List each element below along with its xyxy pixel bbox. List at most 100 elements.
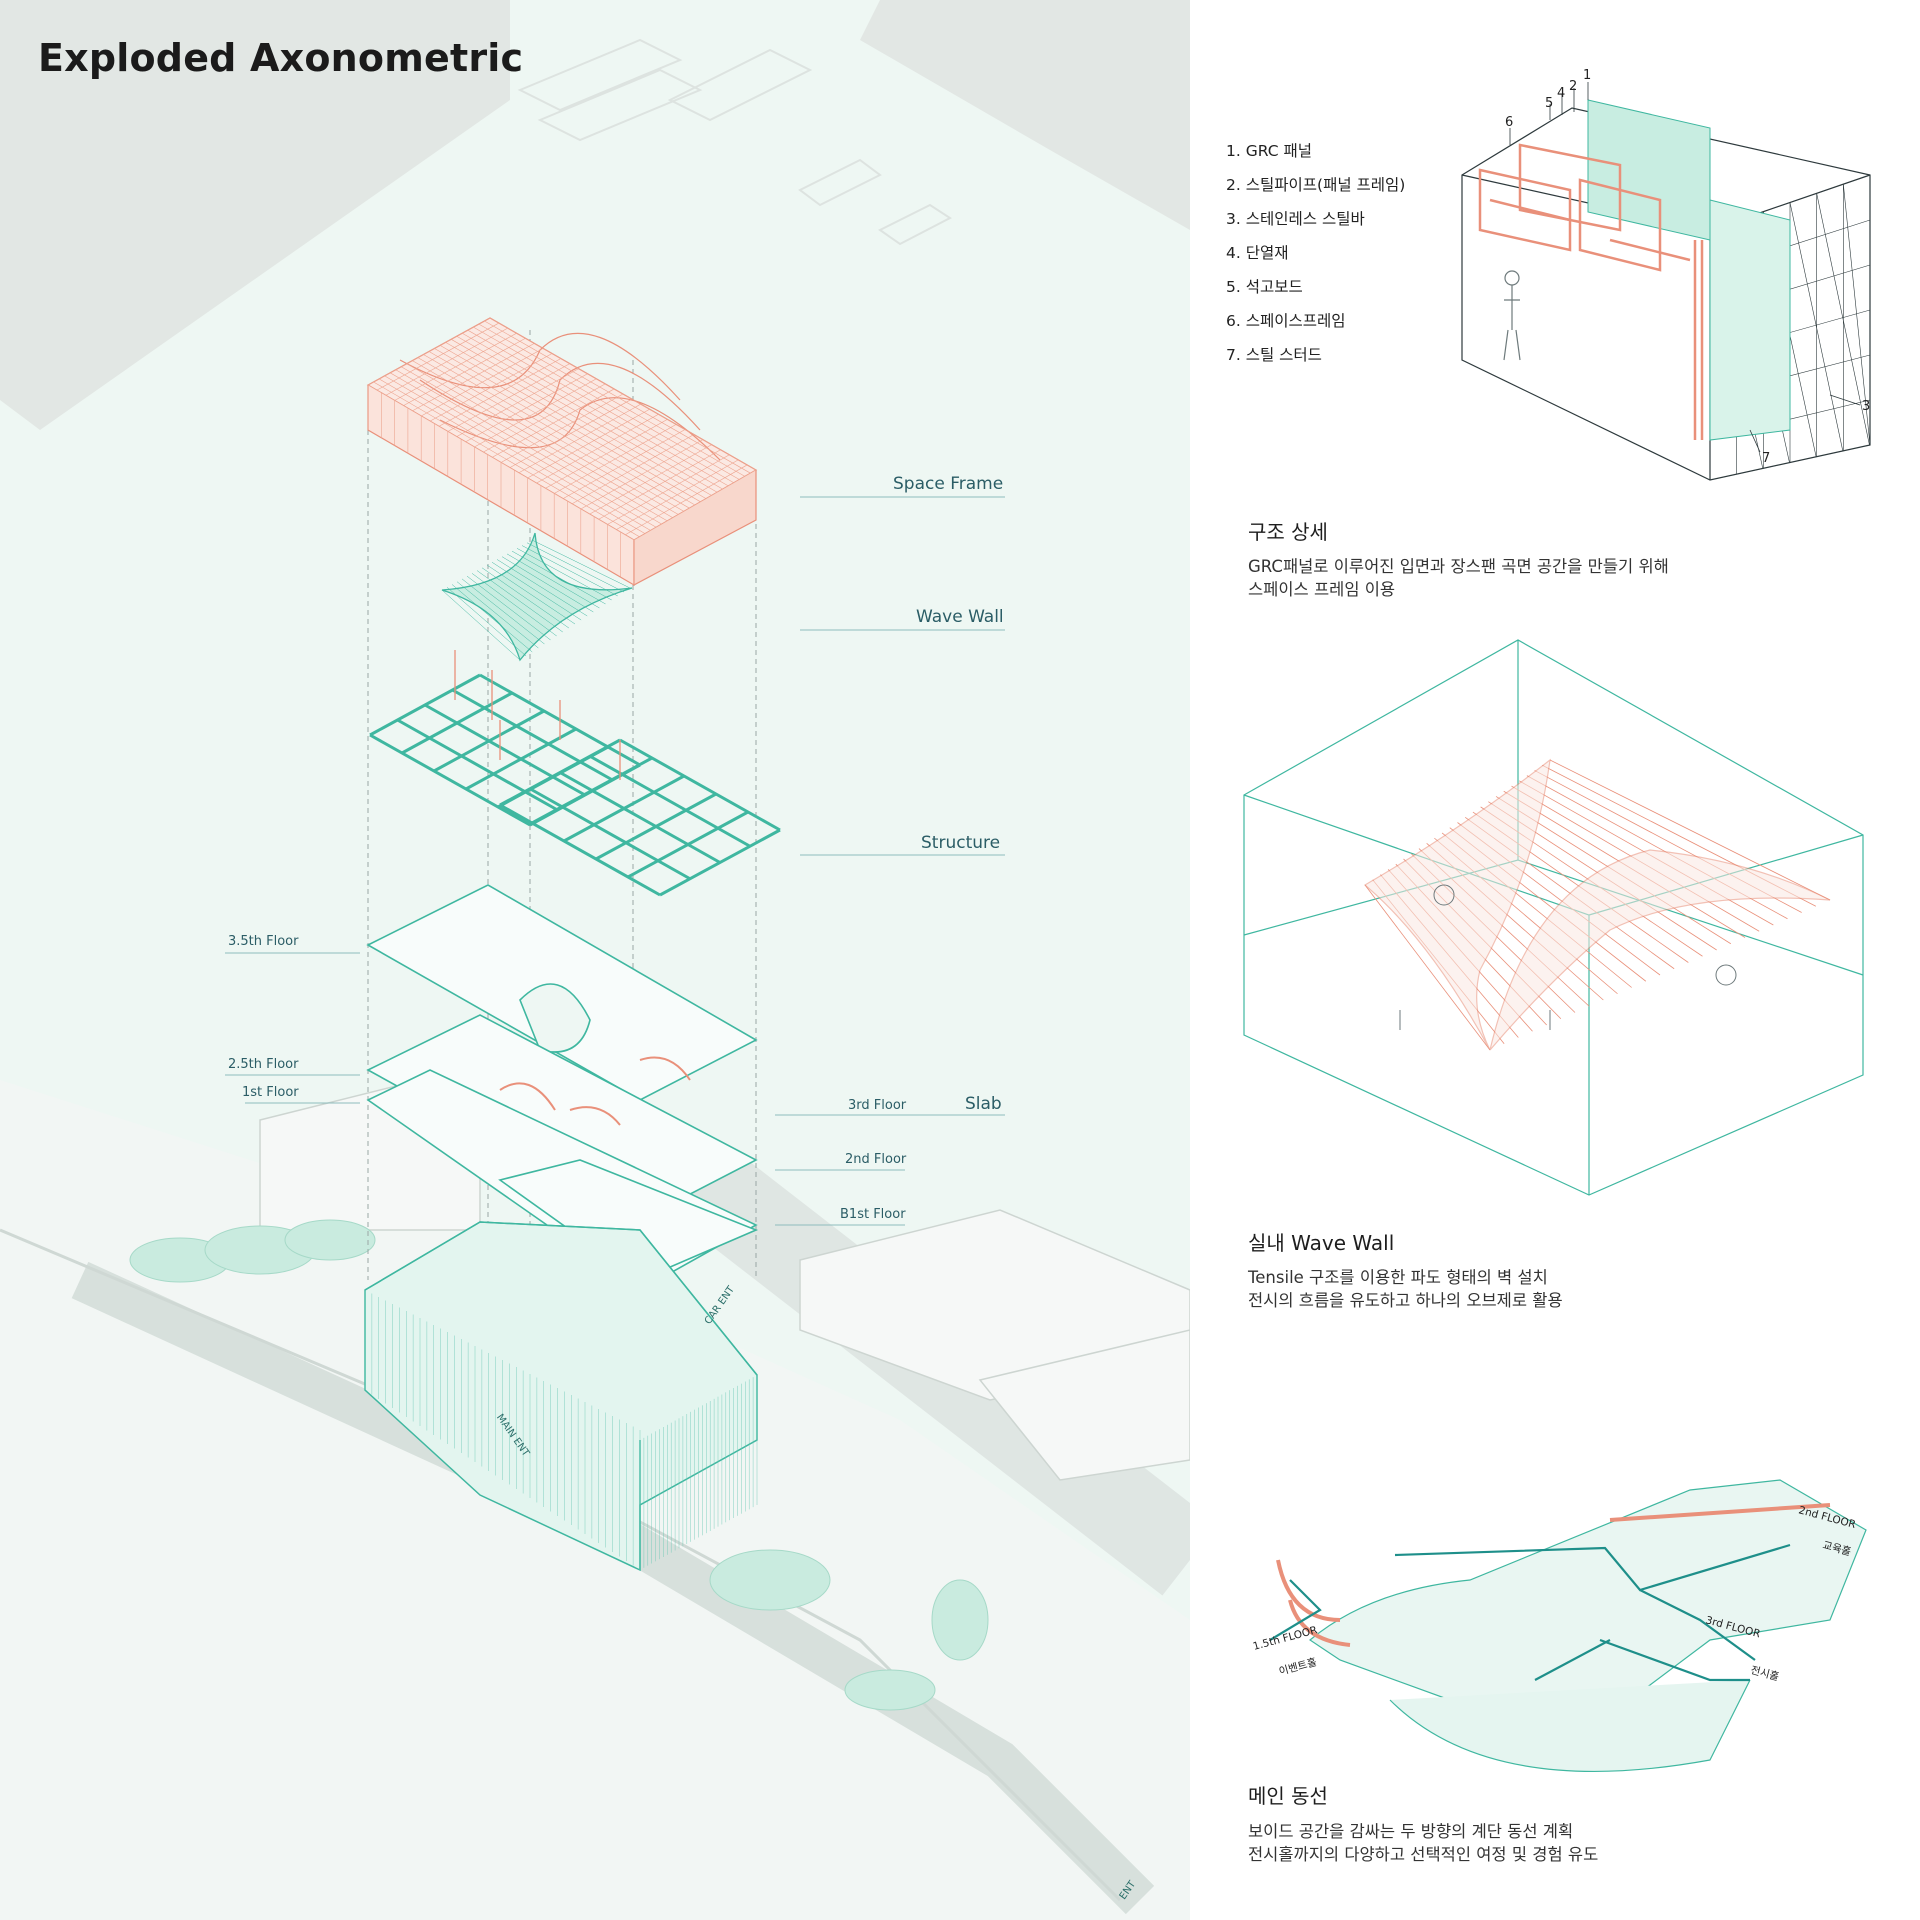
- wave-wall-surface: [1363, 758, 1831, 1051]
- section-line: 스페이스 프레임 이용: [1248, 580, 1396, 599]
- space-frame-grid-line: [385, 327, 508, 396]
- detail-number: 2: [1569, 79, 1577, 94]
- legend-item: 6. 스페이스프레임: [1226, 312, 1346, 330]
- wave-wall-line: [446, 587, 527, 657]
- legend-item: 7. 스틸 스터드: [1226, 346, 1322, 364]
- structure-beam: [499, 803, 661, 897]
- space-frame-grid-line: [403, 338, 526, 406]
- wave-wall-fan-line: [1364, 884, 1491, 1051]
- space-frame-grid-line: [589, 444, 712, 515]
- wave-wall-fan-line: [1549, 759, 1831, 901]
- section-heading-structure: 구조 상세: [1248, 520, 1328, 544]
- page-title: Exploded Axonometric: [38, 36, 524, 80]
- space-frame-grid-line: [518, 403, 641, 474]
- land-block: [0, 0, 510, 430]
- structure-columns: [454, 650, 621, 780]
- label-slab: Slab: [965, 1094, 1002, 1114]
- label-event-hall: 이벤트홀: [1277, 1655, 1318, 1678]
- detail-number: 6: [1505, 115, 1513, 130]
- structure-beam: [559, 771, 721, 864]
- structure-beam: [396, 718, 559, 812]
- detail-panel: 1 2 4 5 6 3 7: [1190, 0, 1920, 1920]
- structure-beam: [627, 810, 749, 879]
- wave-wall-line: [466, 575, 551, 641]
- detail-number: 1: [1583, 68, 1591, 83]
- shoreline: [0, 1228, 1122, 1902]
- space-frame-grid-line: [598, 449, 721, 520]
- space-frame-grid-line: [483, 383, 606, 453]
- wave-wall-lines: [441, 539, 631, 661]
- section-text-wave-wall: Tensile 구조를 이용한 파도 형태의 벽 설치 전시의 흐름을 유도하고…: [1248, 1266, 1563, 1312]
- detail-number: 4: [1557, 86, 1565, 101]
- circulation-stairs: [1276, 1503, 1831, 1647]
- space-frame-grid-line: [607, 454, 730, 525]
- wave-wall-line: [471, 573, 557, 637]
- building-facade-grid: [364, 1290, 758, 1570]
- wave-wall-line: [481, 567, 570, 629]
- label-space-frame: Space Frame: [893, 474, 1004, 494]
- space-frame-grid-line: [580, 439, 703, 510]
- structure-beam: [369, 733, 531, 827]
- detail-grid-line: [1816, 193, 1870, 446]
- detail-number: 7: [1762, 451, 1770, 466]
- structure-beam: [619, 738, 781, 832]
- space-frame-grid: [367, 317, 757, 585]
- structure-beam: [451, 688, 614, 782]
- person-figure: [1503, 270, 1521, 361]
- section-line: 전시의 흐름을 유도하고 하나의 오브제로 활용: [1248, 1291, 1563, 1310]
- wave-wall-line: [456, 581, 539, 649]
- space-frame-grid-line: [624, 464, 748, 536]
- structure-beam: [401, 691, 513, 755]
- wave-wall-line: [521, 545, 618, 597]
- wave-wall: [441, 532, 633, 662]
- wave-wall-line: [506, 553, 600, 609]
- wave-wall-line: [496, 559, 588, 617]
- road: [71, 1261, 1155, 1915]
- space-frame-grid-line: [562, 429, 686, 499]
- space-frame-grid-line: [376, 322, 500, 391]
- label-1-5-floor: 1.5th FLOOR: [1252, 1624, 1319, 1653]
- space-frame-grid-line: [633, 469, 757, 541]
- space-frame-grid-line: [447, 363, 570, 432]
- legend-item: 2. 스틸파이프(패널 프레임): [1226, 176, 1406, 194]
- label-floor-3: 3rd Floor: [848, 1098, 907, 1113]
- detail-number: 3: [1862, 399, 1870, 414]
- label-floor-1: 1st Floor: [242, 1085, 299, 1100]
- section-text-circulation: 보이드 공간을 감싸는 두 방향의 계단 동선 계획 전시홀까지의 다양하고 선…: [1248, 1820, 1598, 1866]
- structure-beam: [465, 727, 577, 791]
- land-block: [860, 0, 1190, 230]
- detail-legend: 1. GRC 패널 2. 스틸파이프(패널 프레임) 3. 스테인레스 스틸바 …: [1226, 134, 1405, 372]
- wave-wall-line: [501, 556, 594, 613]
- label-floor-3-5: 3.5th Floor: [228, 934, 299, 949]
- label-floor-2: 2nd Floor: [845, 1152, 907, 1167]
- section-line: GRC패널로 이루어진 입면과 장스팬 곡면 공간을 만들기 위해: [1248, 557, 1669, 576]
- space-frame-grid-line: [545, 419, 668, 489]
- wave-wall-line: [531, 539, 631, 589]
- wave-wall-line: [486, 564, 576, 625]
- detail-grid-line: [1709, 444, 1871, 481]
- structure-beam: [659, 828, 781, 897]
- structure-beam: [589, 754, 751, 848]
- structure-beam: [499, 738, 621, 807]
- label-floor-b1: B1st Floor: [840, 1207, 906, 1222]
- axonometric-panel: Exploded Axonometric Space Frame Wave Wa…: [0, 0, 1190, 1920]
- slab-details: [499, 1056, 691, 1126]
- space-frame-grid-line: [616, 459, 739, 530]
- space-frame-grid-line: [465, 373, 588, 443]
- space-frame-grid-line: [536, 414, 659, 484]
- structure-beam: [433, 709, 545, 773]
- detail-number-leaders: [1509, 82, 1861, 453]
- wave-wall-line: [476, 570, 563, 633]
- detail-drawings: 1 2 4 5 6 3 7: [1243, 68, 1871, 1772]
- wave-wall-line: [491, 562, 582, 621]
- detail-grid-line: [1789, 202, 1844, 452]
- wave-wall-line: [441, 589, 521, 661]
- space-frame-grid-line: [509, 398, 633, 468]
- detail-grid-line: [1843, 184, 1871, 446]
- detail-number: 5: [1545, 96, 1553, 111]
- structure-beam: [529, 787, 691, 881]
- space-frame-grid-line: [500, 393, 624, 463]
- space-frame-grid-line: [554, 424, 677, 494]
- structure-beam: [369, 673, 481, 737]
- trees: [129, 1219, 989, 1711]
